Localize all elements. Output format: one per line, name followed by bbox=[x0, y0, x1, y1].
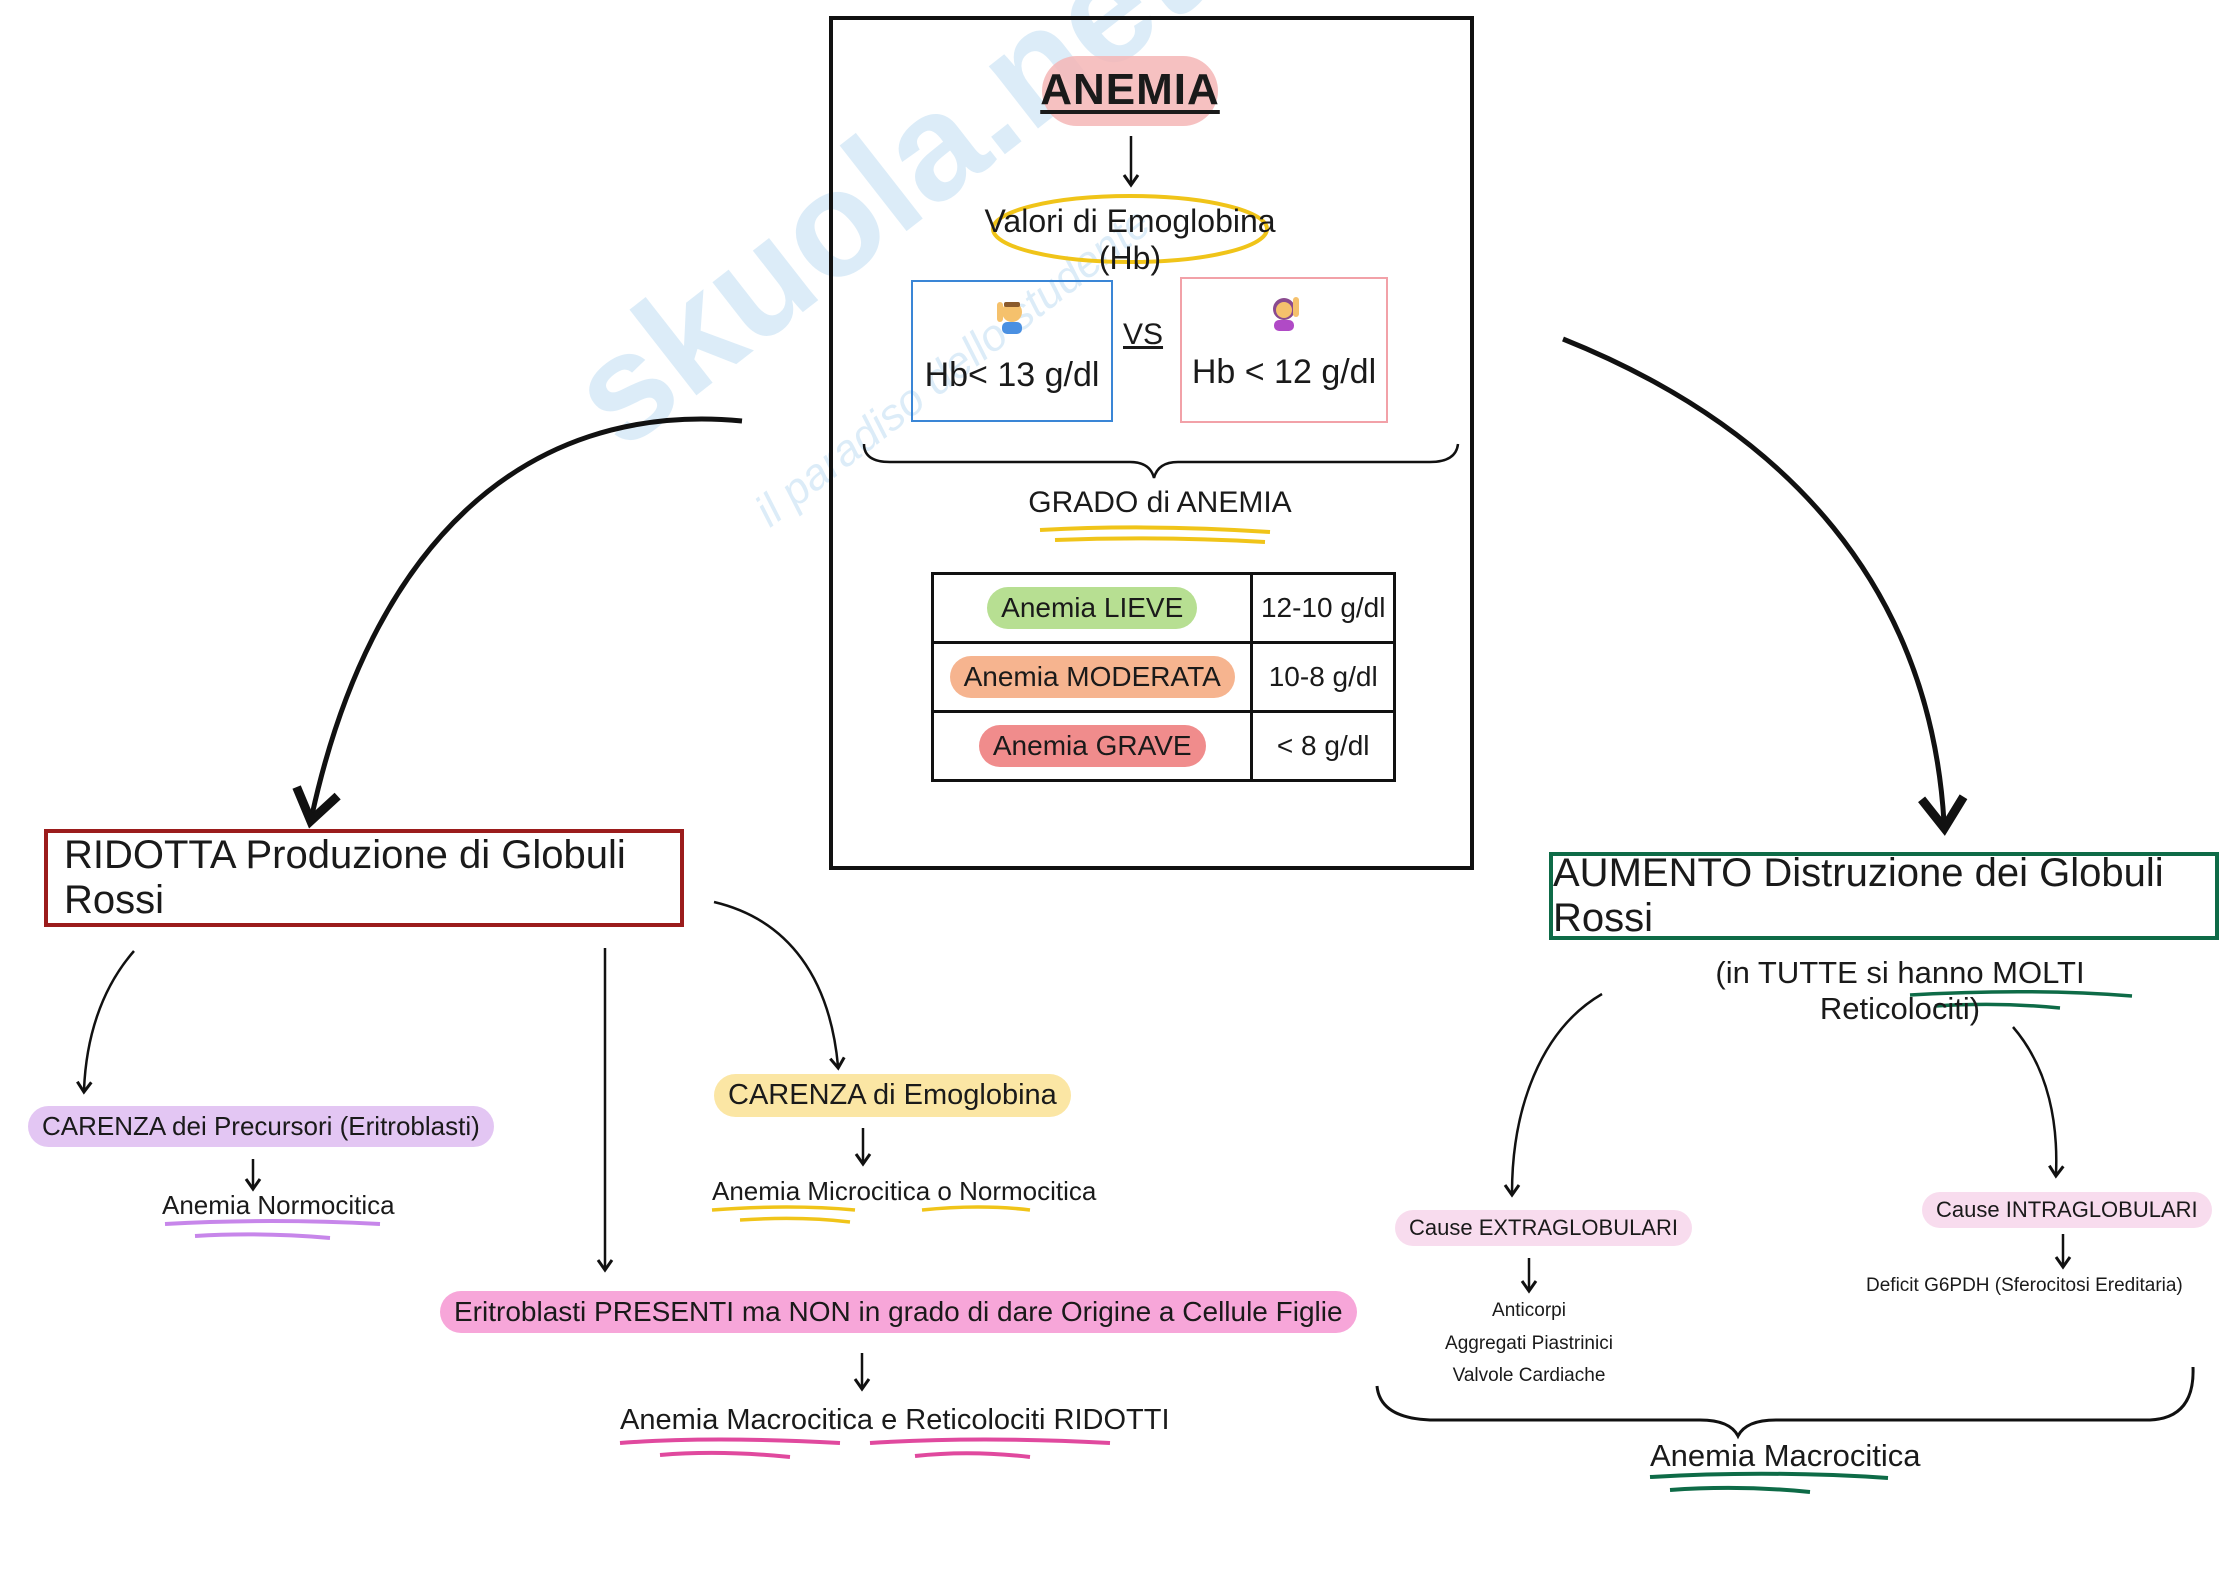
female-threshold-box: Hb < 12 g/dl bbox=[1180, 277, 1388, 423]
intra-item: Deficit G6PDH (Sferocitosi Ereditaria) bbox=[1866, 1275, 2183, 1296]
page-title: ANEMIA bbox=[1040, 65, 1220, 114]
macro-right-underline bbox=[1649, 1471, 1889, 1494]
intra-causes-label: Cause INTRAGLOBULARI bbox=[1922, 1192, 2212, 1228]
macro-left-underline bbox=[619, 1437, 1111, 1459]
grade-label: Anemia LIEVE bbox=[987, 587, 1198, 629]
table-row: Anemia GRAVE < 8 g/dl bbox=[930, 710, 1396, 782]
extra-item: Valvole Cardiache bbox=[1452, 1365, 1606, 1386]
anemia-grade-table: Anemia LIEVE 12-10 g/dl Anemia MODERATA … bbox=[930, 572, 1396, 782]
macro-reticulo-label: Anemia Macrocitica e Reticolociti RIDOTT… bbox=[620, 1404, 1170, 1436]
grade-heading: GRADO di ANEMIA bbox=[1028, 486, 1292, 519]
title-highlight bbox=[1042, 56, 1218, 126]
reticulocytes-note: (in TUTTE si hanno MOLTI Reticolociti) bbox=[1715, 955, 2085, 1026]
grade-label: Anemia GRAVE bbox=[978, 725, 1206, 767]
hb-deficit-label: CARENZA di Emoglobina bbox=[714, 1074, 1071, 1117]
title-block: ANEMIA bbox=[1030, 48, 1230, 132]
extra-item: Anticorpi bbox=[1492, 1300, 1566, 1321]
arrow-to-intra bbox=[2012, 1026, 2065, 1179]
anemia-definition-frame bbox=[829, 16, 1474, 870]
arrow-to-hb-deficit bbox=[713, 900, 846, 1071]
extra-item: Aggregati Piastrinici bbox=[1445, 1333, 1613, 1354]
grade-label: Anemia MODERATA bbox=[949, 656, 1235, 698]
grade-range: 12-10 g/dl bbox=[1250, 572, 1396, 644]
increased-destruction-box: AUMENTO Distruzione dei Globuli Rossi bbox=[1549, 851, 2219, 940]
precursor-deficit-label: CARENZA dei Precursori (Eritroblasti) bbox=[28, 1106, 494, 1147]
grade-range: 10-8 g/dl bbox=[1250, 641, 1396, 713]
normocytic-label: Anemia Normocitica bbox=[162, 1190, 395, 1220]
grade-range: < 8 g/dl bbox=[1250, 710, 1396, 782]
vs-label: VS bbox=[1123, 318, 1164, 351]
arrow-to-extra bbox=[1503, 992, 1603, 1198]
male-threshold: Hb< 13 g/dl bbox=[924, 356, 1100, 394]
extra-causes-label: Cause EXTRAGLOBULARI bbox=[1395, 1210, 1692, 1246]
micro-underline bbox=[711, 1205, 1031, 1224]
man-raising-hand-icon bbox=[913, 298, 1111, 342]
arrow-to-precursors bbox=[76, 950, 135, 1095]
normo-underline bbox=[164, 1219, 381, 1240]
reduced-production-box: RIDOTTA Produzione di Globuli Rossi bbox=[44, 829, 684, 927]
arrow-right-branch bbox=[1562, 336, 1968, 836]
table-row: Anemia LIEVE 12-10 g/dl bbox=[930, 572, 1396, 644]
micro-normo-label: Anemia Microcitica o Normocitica bbox=[712, 1176, 1097, 1206]
table-row: Anemia MODERATA 10-8 g/dl bbox=[930, 641, 1396, 713]
woman-raising-hand-icon bbox=[1182, 295, 1386, 339]
female-threshold: Hb < 12 g/dl bbox=[1191, 353, 1377, 391]
arrow-left-branch bbox=[292, 416, 743, 829]
erythroblasts-label: Eritroblasti PRESENTI ma NON in grado di… bbox=[440, 1291, 1357, 1333]
hb-values-label: Valori di Emoglobina (Hb) bbox=[984, 203, 1276, 276]
macrocytic-right-label: Anemia Macrocitica bbox=[1650, 1438, 1921, 1473]
male-threshold-box: Hb< 13 g/dl bbox=[911, 280, 1113, 422]
